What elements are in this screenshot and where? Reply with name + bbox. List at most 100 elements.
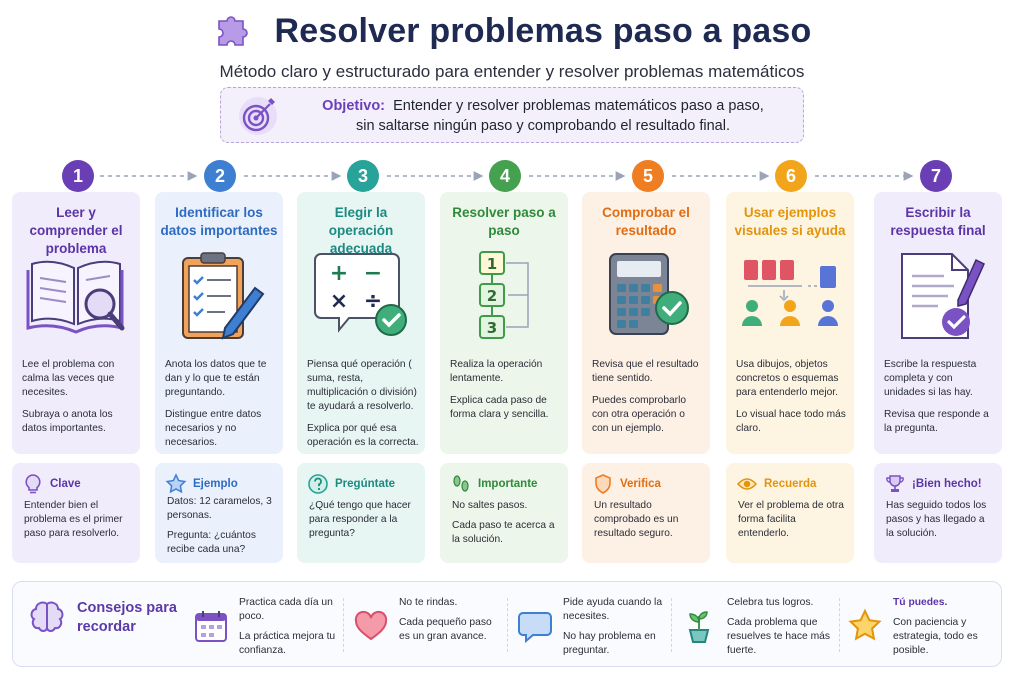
advice-item-celebrate: Celebra tus logros. Cada problema que re… [681, 594, 835, 658]
title-row: Resolver problemas paso a paso [0, 6, 1024, 56]
tip-body: Entender bien el problema es el primer p… [24, 499, 132, 547]
tip-line: Un resultado comprobado es un resultado … [594, 500, 679, 539]
tip-card-ejemplo: Ejemplo Datos: 12 caramelos, 3 personas.… [155, 463, 283, 563]
page-title: Resolver problemas paso a paso [274, 11, 812, 50]
step-title: Identificar los datos importantes [160, 205, 278, 238]
advice-separator [839, 598, 840, 652]
divide-symbol: ÷ [364, 289, 382, 314]
advice-item-practice: Practica cada día un poco. La práctica m… [193, 594, 341, 658]
tip-body: Un resultado comprobado es un resultado … [594, 499, 702, 547]
advice-line: Cada pequeño paso es un gran avance. [399, 617, 492, 642]
tip-body: No saltes pasos. Cada paso te acerca a l… [452, 499, 560, 553]
calculator-check-icon [609, 253, 689, 335]
advice-line: No te rindas. [399, 597, 458, 608]
heart-icon [354, 610, 388, 641]
tip-label: Recuerda [764, 478, 817, 490]
speech-bubble-icon [518, 612, 552, 644]
advice-item-you-can: Tú puedes. Con paciencia y estrategia, t… [847, 594, 997, 658]
step-body-line: Explica por qué esa operación es la corr… [307, 423, 419, 448]
clipboard-checklist-icon [182, 252, 265, 340]
step-body: Piensa qué operación ( suma, resta, mult… [307, 358, 419, 458]
advice-item-persist: No te rindas. Cada pequeño paso es un gr… [353, 594, 505, 658]
advice-bar: Consejos para recordar Practica cada día… [12, 581, 1002, 667]
step-card-1: Leer y comprender el problema Lee el pro… [12, 192, 140, 454]
tip-line: Ver el problema de otra forma facilita e… [738, 500, 844, 539]
star-icon [848, 608, 882, 641]
tip-card-clave: Clave Entender bien el problema es el pr… [12, 463, 140, 563]
advice-text: Celebra tus logros. Cada problema que re… [727, 596, 833, 664]
step-body: Anota los datos que te dan y lo que te e… [165, 358, 277, 458]
step-body-line: Anota los datos que te dan y lo que te e… [165, 359, 267, 398]
tip-body: Ver el problema de otra forma facilita e… [738, 499, 846, 547]
tip-line: Pregunta: ¿cuántos recibe cada una? [167, 530, 256, 555]
step-body-line: Revisa que el resultado tiene sentido. [592, 359, 699, 384]
trophy-icon [886, 475, 904, 492]
advice-header: Consejos para recordar [27, 598, 177, 638]
step-body-line: Puedes comprobarlo con otra operación o … [592, 395, 687, 434]
objective-line2: sin saltarse ningún paso y comprobando e… [355, 118, 730, 134]
step-body-line: Subraya o anota los datos importantes. [22, 409, 113, 434]
brain-icon [30, 601, 64, 632]
step-body-line: Piensa qué operación ( suma, resta, mult… [307, 359, 417, 412]
advice-line: Practica cada día un poco. [239, 597, 333, 622]
mini-step-2: 2 [487, 287, 497, 305]
advice-separator [671, 598, 672, 652]
tip-label: Clave [50, 478, 81, 490]
mini-step-1: 1 [487, 255, 497, 273]
times-symbol: × [330, 289, 348, 314]
eye-icon [736, 478, 758, 490]
tip-card-recuerda: Recuerda Ver el problema de otra forma f… [726, 463, 854, 563]
step-number-5: 5 [632, 160, 664, 192]
step-card-5: Comprobar el resultado Revisa que el res… [582, 192, 710, 454]
advice-separator [507, 598, 508, 652]
step-number-1: 1 [62, 160, 94, 192]
step-body: Usa dibujos, objetos concretos o esquema… [736, 358, 848, 444]
step-card-6: Usar ejemplos visuales si ayuda Usa dibu… [726, 192, 854, 454]
steps-connector [100, 171, 914, 181]
tip-line: No saltes pasos. [452, 500, 528, 511]
step-card-3: Elegir la operación adecuada + − × ÷ Pie… [297, 192, 425, 454]
step-body: Realiza la operación lentamente. Explica… [450, 358, 562, 430]
step-title: Leer y comprender el problema [29, 205, 123, 256]
tip-label: Importante [478, 478, 538, 490]
lightbulb-icon [25, 474, 41, 494]
sprout-icon [688, 611, 710, 643]
advice-text: Pide ayuda cuando la necesites. No hay p… [563, 596, 665, 664]
objective-line1: Entender y resolver problemas matemático… [393, 98, 764, 114]
tip-body: ¿Qué tengo que hacer para responder a la… [309, 499, 417, 547]
advice-line: Con paciencia y estrategia, todo es posi… [893, 617, 978, 656]
advice-line: Cada problema que resuelves te hace más … [727, 617, 831, 656]
question-icon [308, 474, 328, 494]
step-number-2: 2 [204, 160, 236, 192]
mini-step-3: 3 [487, 319, 497, 337]
step-body-line: Lee el problema con calma las veces que … [22, 359, 115, 398]
step-number-3: 3 [347, 160, 379, 192]
plus-symbol: + [330, 261, 348, 286]
tip-body: Has seguido todos los pasos y has llegad… [886, 499, 994, 547]
tip-body: Datos: 12 caramelos, 3 personas. Pregunt… [167, 495, 275, 563]
step-title: Escribir la respuesta final [890, 205, 986, 238]
step-body-line: Revisa que responde a la pregunta. [884, 409, 989, 434]
advice-item-help: Pide ayuda cuando la necesites. No hay p… [517, 594, 667, 658]
step-card-7: Escribir la respuesta final Escribe la r… [874, 192, 1002, 454]
tip-line: Cada paso te acerca a la solución. [452, 520, 555, 545]
step-title: Resolver paso a paso [452, 205, 556, 238]
tip-card-preguntate: Pregúntate ¿Qué tengo que hacer para res… [297, 463, 425, 563]
objective-box: Objetivo: Entender y resolver problemas … [220, 87, 804, 143]
target-icon [239, 97, 277, 135]
document-check-icon [901, 253, 985, 339]
objective-text: Objetivo: Entender y resolver problemas … [293, 96, 793, 136]
minus-symbol: − [364, 261, 382, 286]
advice-title: Consejos para recordar [77, 600, 177, 635]
calendar-icon [195, 611, 227, 642]
advice-line: La práctica mejora tu confianza. [239, 631, 336, 656]
tip-label: Pregúntate [335, 478, 396, 490]
advice-line: Celebra tus logros. [727, 597, 814, 608]
puzzle-icon [217, 16, 248, 46]
step-title: Elegir la operación adecuada [328, 205, 394, 256]
step-card-2: Identificar los datos importantes Anota … [155, 192, 283, 454]
step-body-line: Lo visual hace todo más claro. [736, 409, 846, 434]
tip-header: Clave [22, 473, 81, 495]
tip-card-verifica: Verifica Un resultado comprobado es un r… [582, 463, 710, 563]
tip-label: Verifica [620, 478, 661, 490]
